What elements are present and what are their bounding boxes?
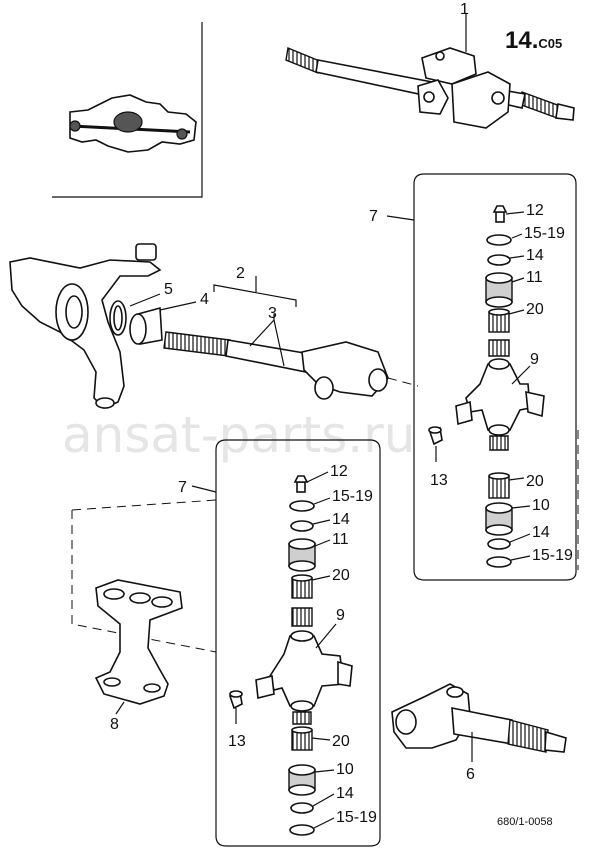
part-15-19-shim-lower: 15-19	[289, 809, 377, 836]
part-20-needle-bearing-lower: 20	[291, 726, 350, 751]
part-14-snap-ring: 14	[290, 511, 350, 532]
part-9-spider-cross: 9	[255, 607, 353, 725]
svg-text:9: 9	[530, 351, 539, 368]
label-8: 8	[110, 716, 119, 733]
leader-dash-upper	[387, 377, 419, 387]
ujoint-kit-upper: 7 12 15-19 14 11 20	[369, 173, 577, 581]
part-5-seal-ring: 5	[109, 281, 173, 336]
leader-dash-mid	[71, 499, 217, 511]
svg-text:9: 9	[336, 607, 345, 624]
part-1-drive-shaft-assembly: 1	[285, 1, 575, 129]
label-7-upper: 7	[369, 208, 378, 225]
part-15-19-shim: 15-19	[486, 225, 565, 246]
svg-text:20: 20	[526, 301, 544, 318]
part-2-shaft-assembly: 2 3	[163, 265, 389, 400]
part-11-bearing-cup: 11	[288, 531, 349, 572]
part-11-bearing-cup: 11	[485, 269, 543, 308]
part-13-grease-fitting: 13	[228, 690, 246, 750]
svg-text:15-19: 15-19	[532, 547, 573, 564]
drawing-reference: 680/1-0058	[497, 816, 553, 828]
label-1: 1	[460, 1, 469, 18]
part-9-spider-cross: 9	[455, 339, 545, 451]
svg-text:14: 14	[336, 785, 354, 802]
leader-dash-left	[71, 510, 217, 653]
svg-text:14.C05: 14.C05	[505, 27, 562, 54]
knuckle-housing	[9, 243, 162, 409]
part-13-grease-fitting: 13	[428, 426, 448, 489]
svg-text:10: 10	[336, 761, 354, 778]
svg-text:20: 20	[526, 473, 544, 490]
label-3: 3	[268, 305, 277, 322]
part-15-19-shim-lower: 15-19	[486, 547, 573, 568]
part-14-snap-ring-lower: 14	[290, 785, 354, 814]
svg-text:15-19: 15-19	[336, 809, 377, 826]
page-number: 14.C05	[505, 27, 562, 54]
label-2: 2	[236, 265, 245, 282]
part-10-bearing-cup: 10	[485, 497, 550, 536]
svg-text:10: 10	[532, 497, 550, 514]
part-14-snap-ring-lower: 14	[487, 524, 550, 550]
part-10-bearing-cup: 10	[288, 761, 354, 796]
part-14-snap-ring: 14	[487, 247, 544, 266]
part-15-19-shim: 15-19	[289, 488, 373, 512]
part-20-needle-bearing-lower: 20	[488, 472, 544, 499]
label-5: 5	[164, 281, 173, 298]
svg-text:13: 13	[228, 733, 246, 750]
ujoint-kit-lower: 7 12 15-19 14 11 20	[178, 439, 381, 847]
svg-text:15-19: 15-19	[332, 488, 373, 505]
svg-text:15-19: 15-19	[524, 225, 565, 242]
part-12-grease-nipple: 12	[492, 202, 544, 223]
svg-text:11: 11	[332, 531, 349, 548]
part-6-stub-shaft: 6	[391, 683, 567, 783]
part-4-bushing: 4	[129, 291, 209, 345]
part-20-needle-bearing: 20	[291, 567, 350, 599]
part-20-needle-bearing: 20	[488, 301, 544, 333]
svg-text:14: 14	[332, 511, 350, 528]
part-12-grease-nipple: 12	[293, 463, 348, 493]
svg-text:20: 20	[332, 567, 350, 584]
part-8-bracket: 8	[94, 579, 183, 733]
location-thumbnail	[52, 22, 203, 198]
svg-text:13: 13	[430, 472, 448, 489]
svg-text:14: 14	[532, 524, 550, 541]
label-7-lower: 7	[178, 479, 187, 496]
svg-text:11: 11	[526, 269, 543, 286]
watermark: ansat-parts.ru	[62, 406, 415, 464]
svg-text:12: 12	[526, 202, 544, 219]
svg-text:20: 20	[332, 733, 350, 750]
label-6: 6	[466, 766, 475, 783]
svg-text:14: 14	[526, 247, 544, 264]
label-4: 4	[200, 291, 209, 308]
svg-text:12: 12	[330, 463, 348, 480]
